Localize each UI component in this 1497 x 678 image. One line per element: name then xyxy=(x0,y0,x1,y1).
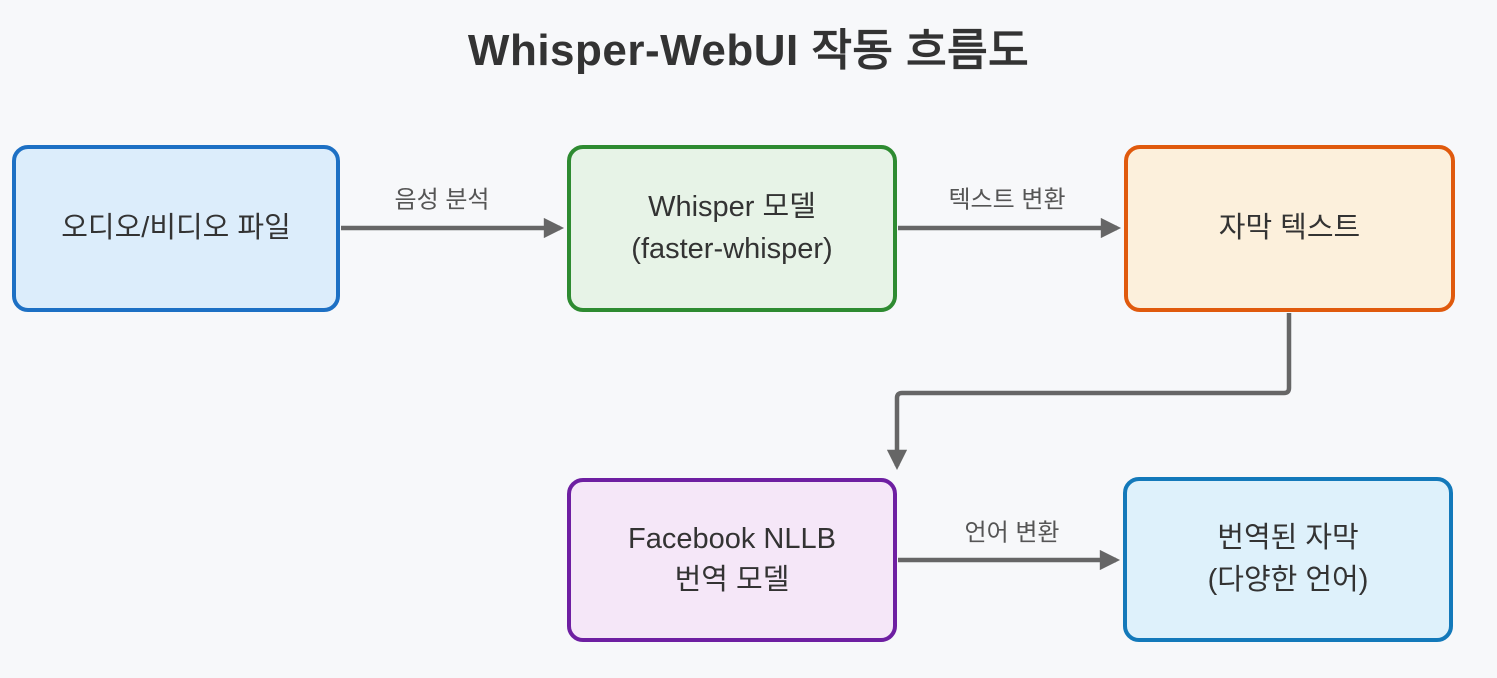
node-audio-video-file: 오디오/비디오 파일 xyxy=(12,145,340,312)
node-subtitle-text: 자막 텍스트 xyxy=(1124,145,1455,312)
node-sublabel: (다양한 언어) xyxy=(1207,563,1369,596)
node-sublabel: 번역 모델 xyxy=(674,564,790,596)
node-translated-subtitle: 번역된 자막 (다양한 언어) xyxy=(1123,477,1453,642)
edge-label-language-conversion: 언어 변환 xyxy=(958,512,1066,548)
edge-label-voice-analysis: 음성 분석 xyxy=(388,179,496,215)
node-label: Facebook NLLB xyxy=(628,522,836,555)
node-label: 자막 텍스트 xyxy=(1218,211,1361,244)
node-whisper-model: Whisper 모델 (faster-whisper) xyxy=(567,145,897,312)
arrow-subtitle-to-nllb xyxy=(886,313,1292,471)
node-label: Whisper 모델 xyxy=(648,191,816,224)
node-sublabel: (faster-whisper) xyxy=(631,232,833,265)
node-label: 오디오/비디오 파일 xyxy=(61,211,291,244)
edge-label-text-conversion: 텍스트 변환 xyxy=(942,179,1072,215)
node-label: 번역된 자막 xyxy=(1217,522,1359,555)
diagram-title: Whisper-WebUI 작동 흐름도 xyxy=(467,26,1030,75)
node-facebook-nllb-model: Facebook NLLB 번역 모델 xyxy=(567,478,897,642)
